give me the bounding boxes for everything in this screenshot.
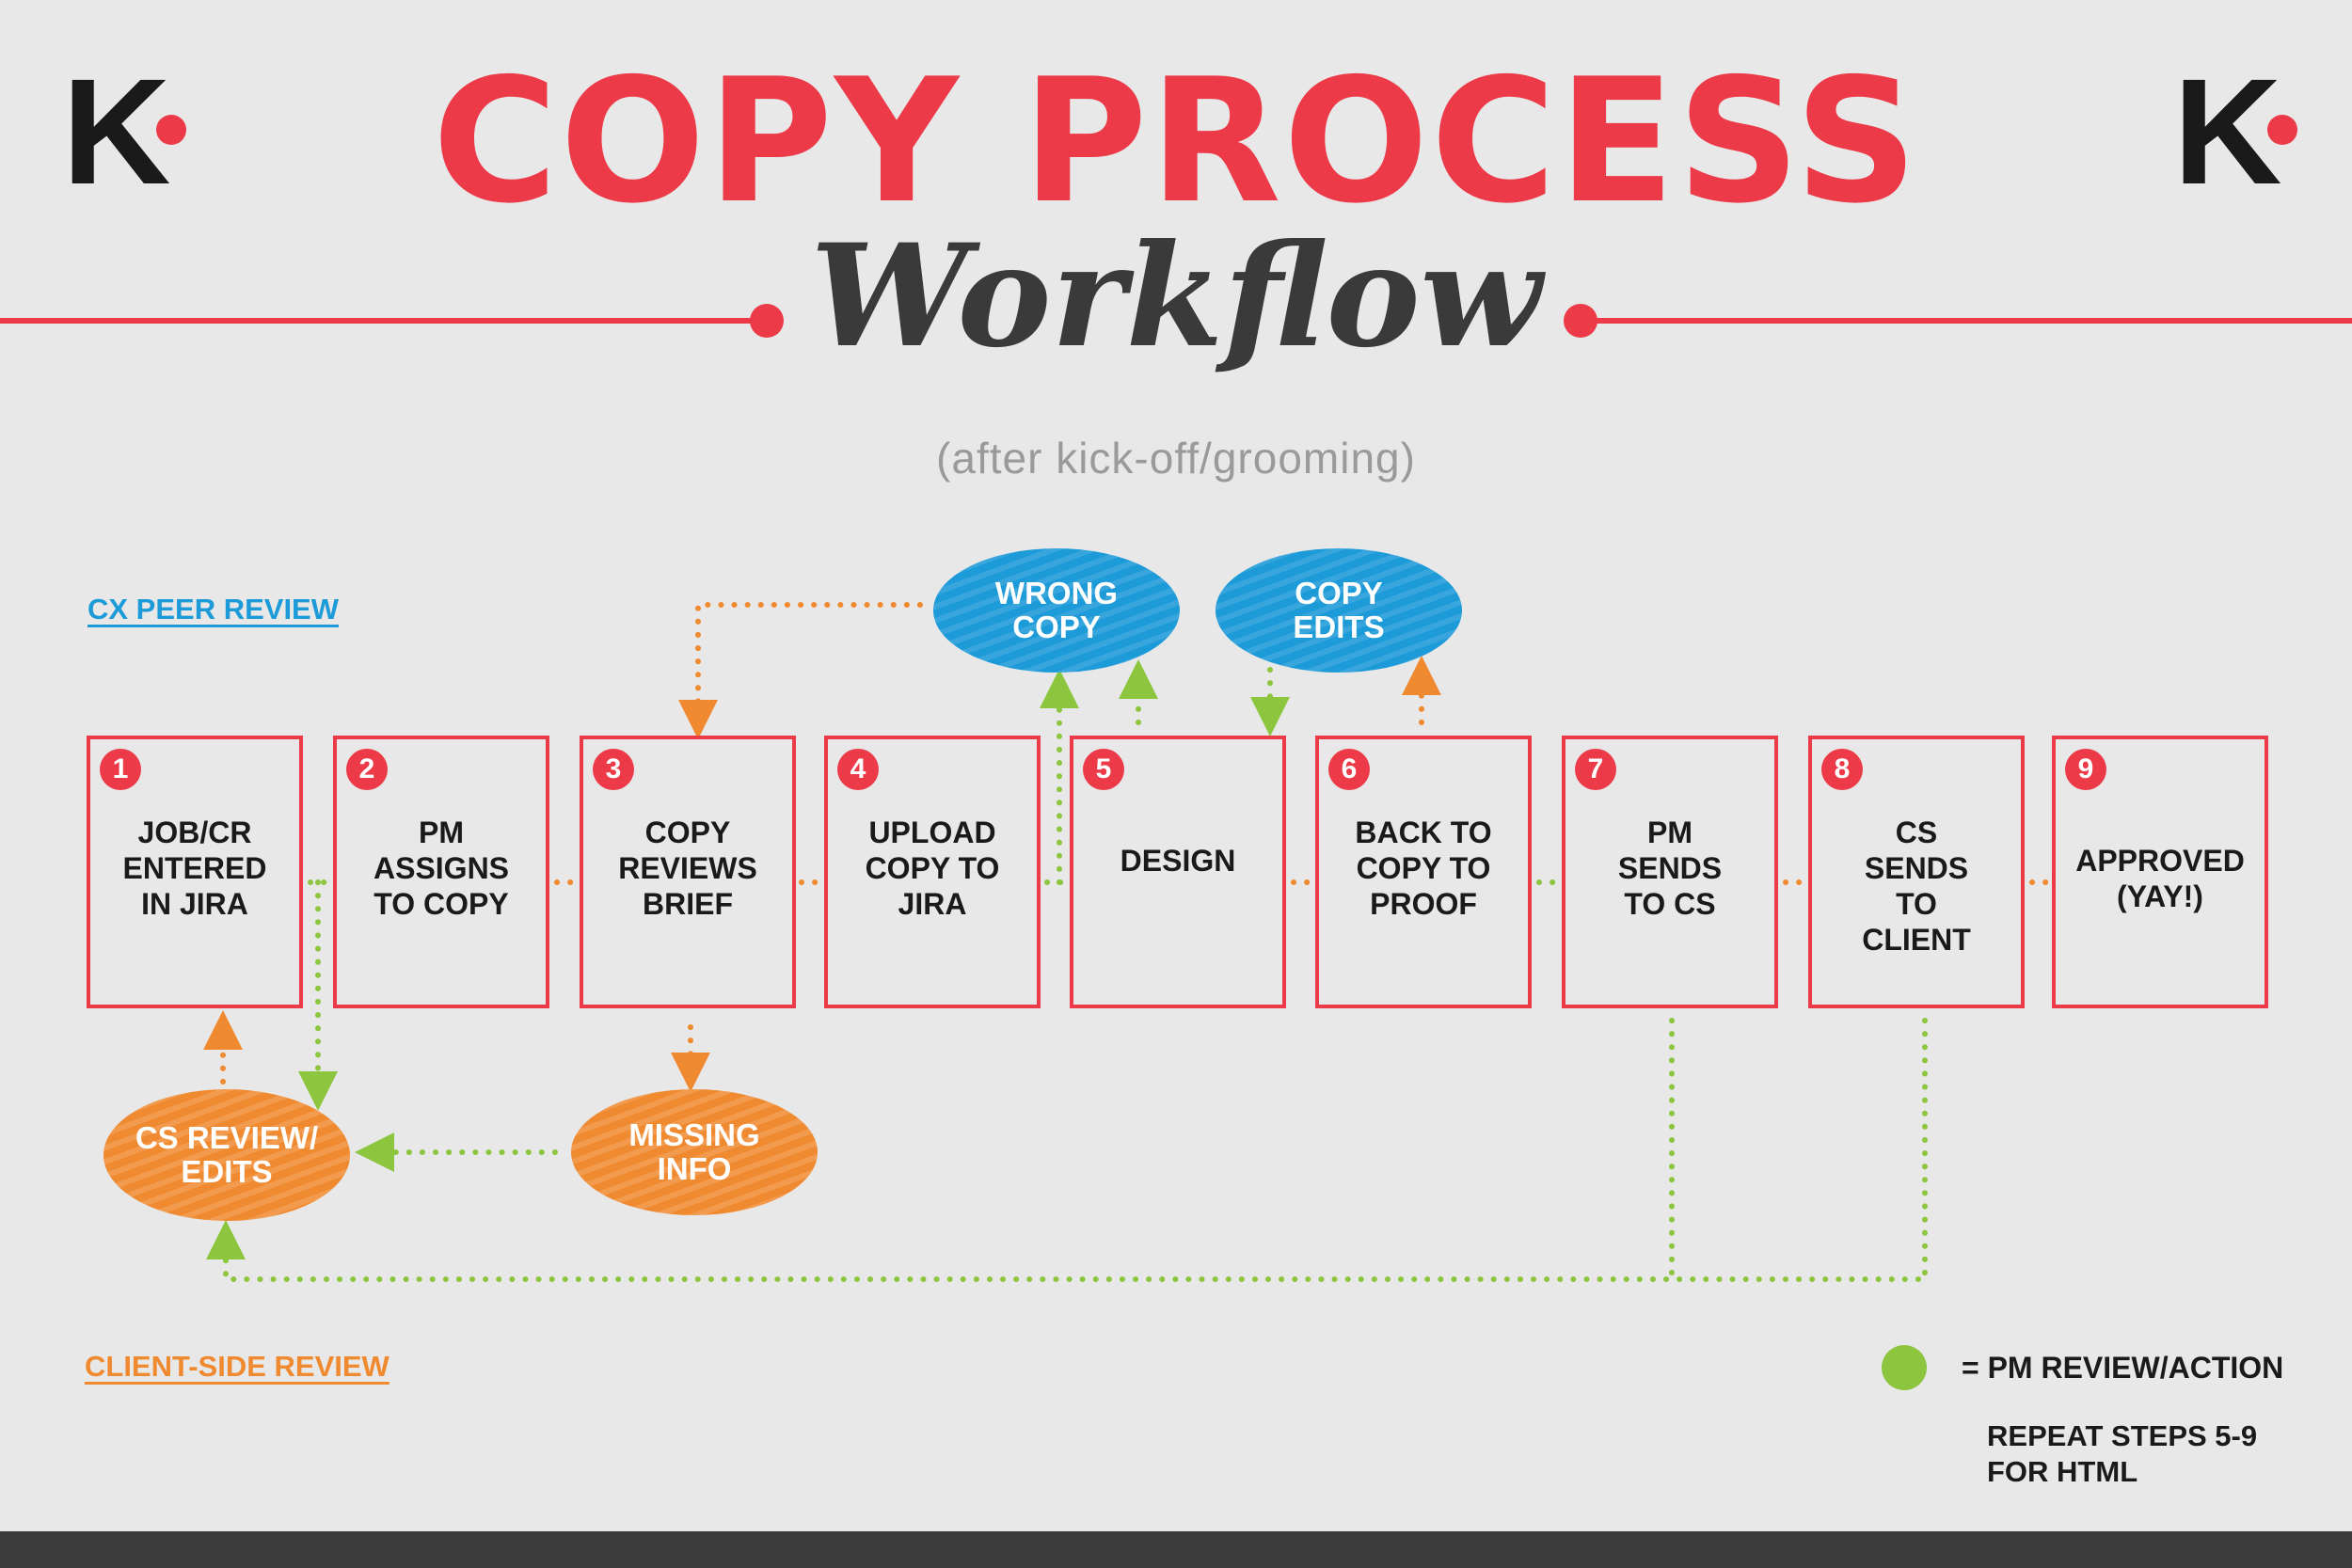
logo-letter: K — [2173, 47, 2282, 215]
step-5: 5 DESIGN — [1070, 736, 1286, 1008]
logo-left: K — [62, 56, 194, 207]
title-rule-dot-left — [750, 304, 784, 338]
step-number: 5 — [1083, 749, 1124, 790]
step-3: 3 COPY REVIEWS BRIEF — [580, 736, 796, 1008]
step-2: 2 PM ASSIGNS TO COPY — [333, 736, 549, 1008]
step-8: 8 CS SENDS TO CLIENT — [1808, 736, 2025, 1008]
step-label: CS SENDS TO CLIENT — [1862, 816, 1971, 957]
step-label: COPY REVIEWS BRIEF — [618, 816, 757, 921]
logo-dot — [156, 115, 186, 145]
step-label: PM ASSIGNS TO COPY — [373, 816, 510, 921]
cx-peer-review-label: CX PEER REVIEW — [87, 593, 339, 626]
step-6: 6 BACK TO COPY TO PROOF — [1315, 736, 1532, 1008]
step-number: 8 — [1821, 749, 1863, 790]
repeat-steps-note: REPEAT STEPS 5-9 FOR HTML — [1987, 1419, 2258, 1488]
step-7: 7 PM SENDS TO CS — [1562, 736, 1778, 1008]
page-title: COPY PROCESS — [432, 41, 1920, 241]
connector-step8-to-cs-review — [206, 1018, 1928, 1282]
wrong-copy-oval: WRONG COPY — [933, 548, 1180, 673]
missing-info-oval: MISSING INFO — [571, 1089, 818, 1215]
step-label: APPROVED (YAY!) — [2075, 844, 2245, 913]
page-tagline: (after kick-off/grooming) — [936, 434, 1416, 483]
step-4: 4 UPLOAD COPY TO JIRA — [824, 736, 1041, 1008]
logo-right: K — [2173, 56, 2305, 207]
footer-bar — [0, 1531, 2352, 1568]
connector-wrong-copy-to-step3 — [678, 602, 923, 739]
step-label: UPLOAD COPY TO JIRA — [865, 816, 1000, 921]
step-number: 1 — [100, 749, 141, 790]
cs-review-oval: CS REVIEW/ EDITS — [103, 1089, 350, 1221]
legend-pm-review-label: = PM REVIEW/ACTION — [1962, 1351, 2284, 1385]
step-9: 9 APPROVED (YAY!) — [2052, 736, 2268, 1008]
step-number: 6 — [1328, 749, 1370, 790]
step-number: 2 — [346, 749, 388, 790]
step-number: 3 — [593, 749, 634, 790]
title-rule-left — [0, 318, 767, 324]
legend-pm-dot — [1882, 1345, 1927, 1390]
logo-letter: K — [62, 47, 171, 215]
logo-dot — [2267, 115, 2297, 145]
page-subtitle: Workflow — [810, 214, 1542, 379]
step-label: PM SENDS TO CS — [1617, 816, 1723, 921]
title-rule-right — [1581, 318, 2352, 324]
step-1: 1 JOB/CR ENTERED IN JIRA — [87, 736, 303, 1008]
step-label: DESIGN — [1120, 844, 1236, 878]
step-number: 9 — [2065, 749, 2106, 790]
step-label: BACK TO COPY TO PROOF — [1355, 816, 1492, 921]
step-number: 4 — [837, 749, 879, 790]
step-label: JOB/CR ENTERED IN JIRA — [122, 816, 267, 921]
step-number: 7 — [1575, 749, 1616, 790]
client-side-review-label: CLIENT-SIDE REVIEW — [85, 1350, 389, 1383]
copy-edits-oval: COPY EDITS — [1216, 548, 1462, 673]
